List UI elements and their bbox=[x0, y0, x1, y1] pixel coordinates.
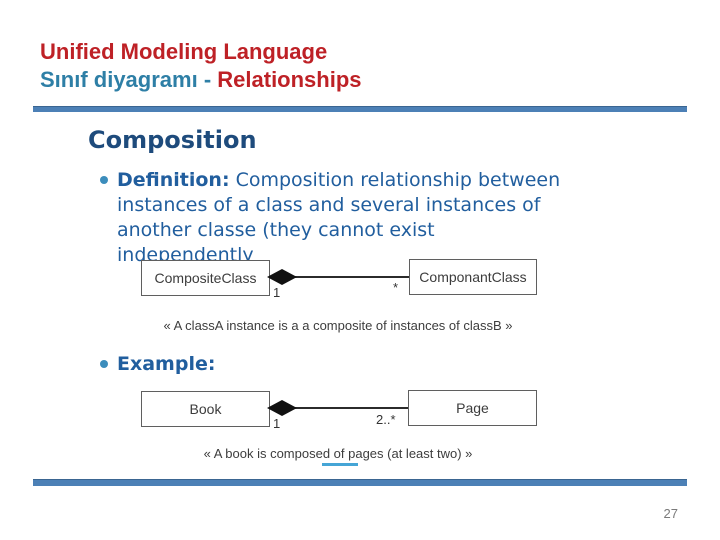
diagram-caption: « A classA instance is a a composite of … bbox=[163, 318, 513, 333]
uml-class-box-page: Page bbox=[408, 390, 537, 426]
multiplicity-label: * bbox=[393, 280, 399, 295]
bullet-icon bbox=[100, 360, 108, 368]
diagram-caption: « A book is composed of pages (at least … bbox=[203, 446, 473, 461]
header-subtitle-relationships: Relationships bbox=[217, 67, 362, 92]
composition-diamond-icon bbox=[267, 269, 297, 285]
slide-header: Unified Modeling Language Sınıf diyagram… bbox=[40, 38, 362, 94]
header-subtitle-turkish: Sınıf diyagramı - bbox=[40, 67, 218, 92]
example-label: Example: bbox=[117, 353, 216, 375]
example-bullet: Example: bbox=[100, 352, 577, 377]
slide-heading: Composition bbox=[88, 126, 257, 154]
association-line bbox=[294, 407, 409, 409]
association-line bbox=[294, 276, 410, 278]
composition-diamond-icon bbox=[267, 400, 297, 416]
top-divider-bar bbox=[33, 106, 687, 112]
example-text: Example: bbox=[117, 352, 577, 377]
definition-label: Definition: bbox=[117, 169, 230, 191]
definition-body: Composition relationship between instanc… bbox=[117, 169, 561, 266]
multiplicity-label: 1 bbox=[273, 416, 281, 431]
header-title-line2: Sınıf diyagramı - Relationships bbox=[40, 66, 362, 94]
uml-class-box-composite: CompositeClass bbox=[141, 260, 270, 296]
bullet-icon bbox=[100, 176, 108, 184]
uml-class-box-book: Book bbox=[141, 391, 270, 427]
uml-class-box-componant: ComponantClass bbox=[409, 259, 537, 295]
definition-bullet: Definition:Composition relationship betw… bbox=[100, 168, 577, 268]
page-number: 27 bbox=[663, 506, 678, 521]
definition-text: Definition:Composition relationship betw… bbox=[117, 168, 577, 268]
multiplicity-label: 2..* bbox=[376, 412, 396, 427]
multiplicity-label: 1 bbox=[273, 285, 281, 300]
caption-underline bbox=[322, 463, 358, 466]
bottom-divider-bar bbox=[33, 479, 687, 486]
header-title-line1: Unified Modeling Language bbox=[40, 39, 328, 64]
